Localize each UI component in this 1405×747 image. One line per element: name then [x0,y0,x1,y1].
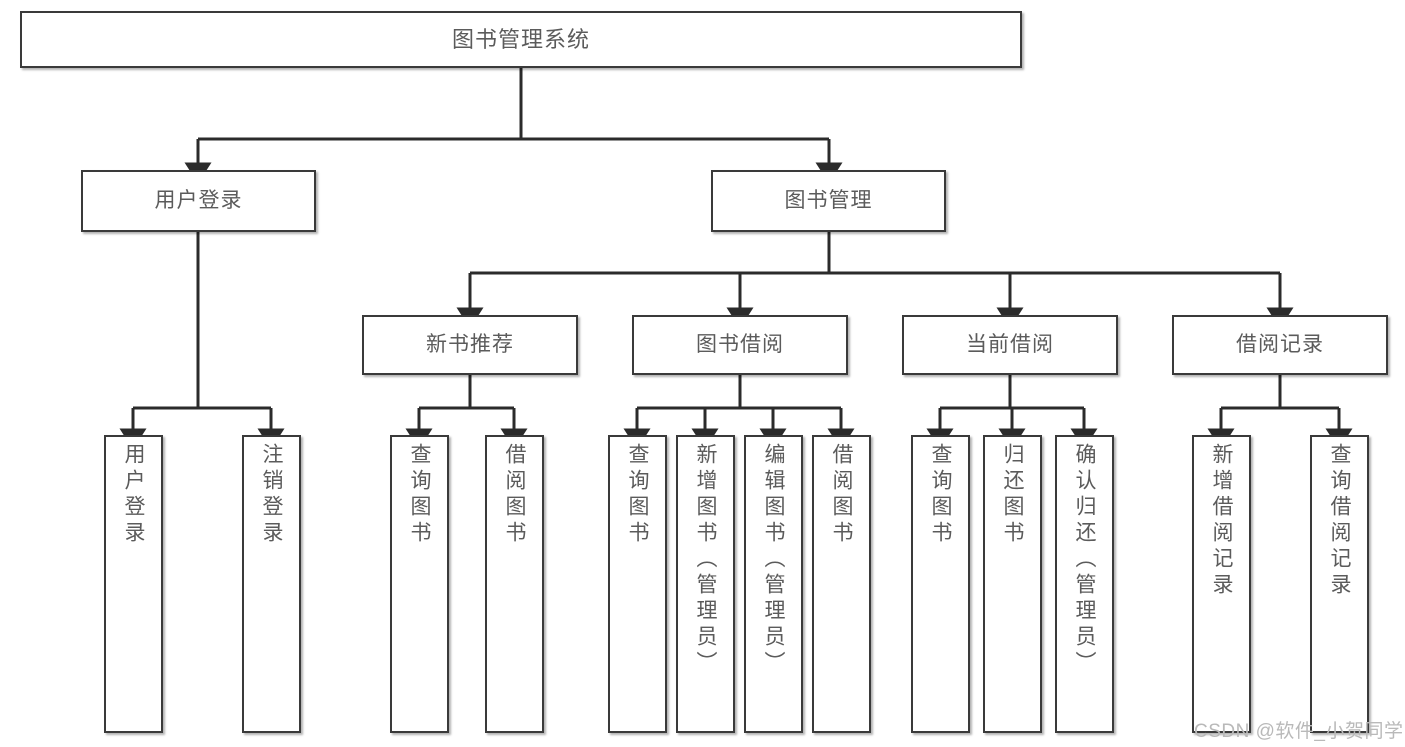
leaf-leaf-add-book[interactable]: 新增图书（管理员） [676,435,735,733]
node-book-manage[interactable]: 图书管理 [711,170,946,232]
leaf-leaf-return-book[interactable]: 归还图书 [983,435,1042,733]
leaf-leaf-query-book-3[interactable]: 查询图书 [911,435,970,733]
node-root-label: 图书管理系统 [451,26,590,52]
node-label: 图书借阅 [696,332,784,356]
leaf-label: 借阅图书 [503,443,526,547]
leaf-label: 编辑图书（管理员） [762,443,785,677]
watermark: CSDN @软件_小贺同学 [1194,721,1404,742]
leaf-leaf-user-login[interactable]: 用户登录 [104,435,163,733]
leaf-label: 查询图书 [929,443,952,547]
node-current-borrow[interactable]: 当前借阅 [902,315,1118,375]
node-user-login[interactable]: 用户登录 [81,170,316,232]
node-book-borrow[interactable]: 图书借阅 [632,315,848,375]
node-new-book-recommend[interactable]: 新书推荐 [362,315,578,375]
leaf-label: 查询图书 [408,443,431,547]
leaf-leaf-user-logout[interactable]: 注销登录 [242,435,301,733]
leaf-leaf-add-record[interactable]: 新增借阅记录 [1192,435,1251,733]
node-label: 借阅记录 [1236,332,1324,356]
leaf-leaf-query-record[interactable]: 查询借阅记录 [1310,435,1369,733]
node-borrow-record[interactable]: 借阅记录 [1172,315,1388,375]
node-label: 当前借阅 [966,332,1054,356]
leaf-leaf-edit-book[interactable]: 编辑图书（管理员） [744,435,803,733]
node-label: 图书管理 [784,188,873,212]
leaf-label: 新增图书（管理员） [694,443,717,677]
leaf-label: 查询借阅记录 [1328,443,1351,599]
leaf-leaf-query-book-2[interactable]: 查询图书 [608,435,667,733]
node-label: 新书推荐 [426,332,514,356]
leaf-label: 归还图书 [1001,443,1024,547]
leaf-label: 新增借阅记录 [1210,443,1233,599]
leaf-label: 借阅图书 [830,443,853,547]
node-label: 用户登录 [154,188,243,212]
leaf-leaf-confirm-return[interactable]: 确认归还（管理员） [1055,435,1114,733]
leaf-label: 查询图书 [626,443,649,547]
leaf-leaf-query-book-1[interactable]: 查询图书 [390,435,449,733]
node-root[interactable]: 图书管理系统 [20,11,1022,68]
leaf-leaf-borrow-book-1[interactable]: 借阅图书 [485,435,544,733]
leaf-label: 确认归还（管理员） [1073,443,1096,677]
leaf-label: 用户登录 [122,443,145,547]
leaf-label: 注销登录 [260,443,283,547]
leaf-leaf-borrow-book-2[interactable]: 借阅图书 [812,435,871,733]
